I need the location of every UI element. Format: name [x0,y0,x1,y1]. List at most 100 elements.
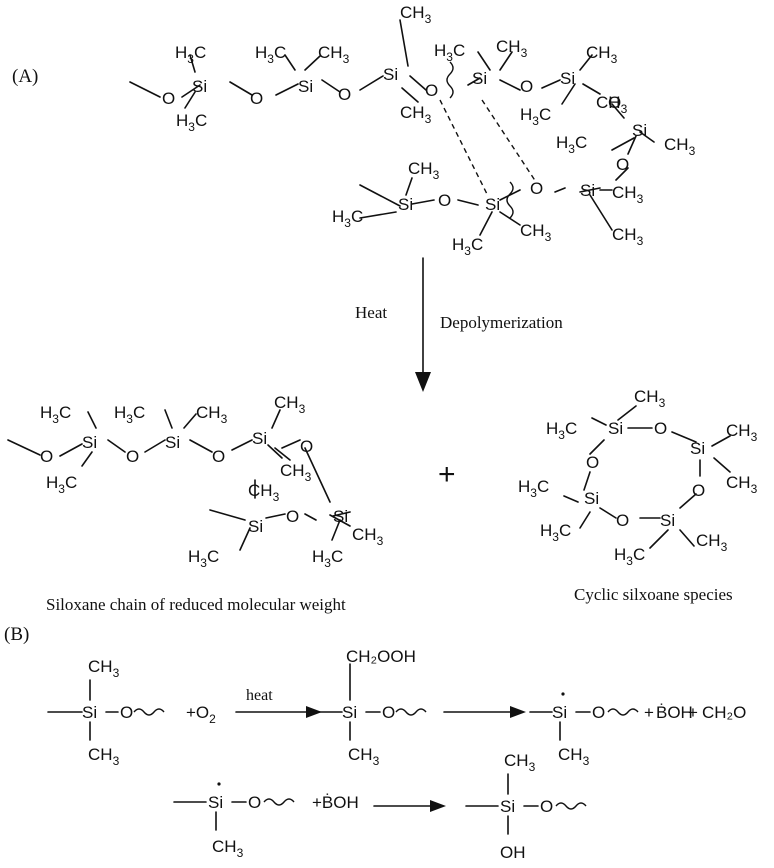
svg-text:Si: Si [248,517,263,536]
svg-text:CH3: CH3 [558,745,590,768]
svg-text:CH3: CH3 [408,159,440,182]
svg-text:Si: Si [500,797,515,816]
svg-text:O: O [126,447,139,466]
svg-text:Si: Si [165,433,180,452]
svg-text:H3C: H3C [520,105,551,128]
reaction2-silyl-radical: Si O CH3 [173,782,295,860]
byproduct-plus: + [644,703,654,722]
svg-text:H3C: H3C [312,547,343,570]
reagent-oxygen: +O2 [186,703,216,726]
svg-text:CH3: CH3 [318,43,350,66]
svg-text:O: O [248,793,261,812]
svg-text:Si: Si [342,703,357,722]
reaction1-arrow2 [443,706,526,718]
svg-text:O: O [616,511,629,530]
svg-text:H3C: H3C [175,43,206,66]
svg-text:CH3: CH3 [726,473,758,496]
svg-text:CH3: CH3 [612,225,644,248]
svg-text:H3C: H3C [518,477,549,500]
byproduct-formaldehyde: CH₂O [702,703,746,722]
svg-text:CH3: CH3 [212,837,244,860]
svg-text:CH3: CH3 [586,43,618,66]
svg-text:H3C: H3C [176,111,207,134]
svg-text:O: O [540,797,553,816]
svg-text:CH3: CH3 [504,751,536,774]
reaction1-silyl-radical: Si O CH3 [529,692,639,768]
cyclic-siloxane-ring: H3C Si CH3 O Si CH3 CH3 O Si CH3 H3C O S… [518,387,758,568]
reaction1-reactant: CH3 Si O CH3 [47,657,165,768]
reaction1-hydroperoxide-intermediate: Si O CH3 [317,663,427,768]
arrow-label-heat: Heat [355,303,387,322]
svg-text:O: O [300,437,313,456]
svg-text:CH3: CH3 [348,745,380,768]
byproduct-hydroxyl-radical: ḂOH [656,703,693,722]
depolymerization-arrow [415,257,431,392]
svg-text:Si: Si [632,121,647,140]
svg-text:CH3: CH3 [496,37,528,60]
svg-text:O: O [692,481,705,500]
svg-text:Si: Si [383,65,398,84]
svg-text:CH3: CH3 [664,135,696,158]
plus-sign: + [438,458,456,491]
svg-text:O: O [250,89,263,108]
svg-text:Si: Si [252,429,267,448]
svg-text:CH3: CH3 [280,461,312,484]
svg-text:CH3: CH3 [196,403,228,426]
side-group-ch2ooh: CH₂OOH [346,647,416,666]
svg-text:Si: Si [485,195,500,214]
svg-text:O: O [438,191,451,210]
svg-text:CH3: CH3 [88,657,120,680]
svg-text:CH3: CH3 [248,481,280,504]
svg-text:Si: Si [82,433,97,452]
svg-text:Si: Si [608,419,623,438]
reaction1-arrow1 [235,706,322,718]
svg-text:H3C: H3C [40,403,71,426]
svg-text:CH3: CH3 [634,387,666,410]
svg-text:H3C: H3C [614,545,645,568]
svg-text:Si: Si [298,77,313,96]
svg-text:Si: Si [398,195,413,214]
svg-text:H3C: H3C [546,419,577,442]
svg-text:Si: Si [560,69,575,88]
byproduct-plus-2: + [688,703,698,722]
svg-text:Si: Si [192,77,207,96]
svg-text:Si: Si [690,439,705,458]
panel-b-label: (B) [4,624,29,645]
svg-text:H3C: H3C [114,403,145,426]
svg-text:H3C: H3C [434,41,465,64]
svg-text:O: O [425,81,438,100]
svg-text:O: O [616,155,629,174]
svg-text:Si: Si [552,703,567,722]
reaction2-silanol-product: CH3 Si O [465,751,587,835]
svg-text:H3C: H3C [46,473,77,496]
svg-text:CH3: CH3 [596,93,628,116]
svg-text:CH3: CH3 [352,525,384,548]
product-hydroxyl-group: OH [500,843,526,862]
svg-text:H3C: H3C [452,235,483,258]
arrow-label-depolymerization: Depolymerization [440,313,563,332]
svg-text:CH3: CH3 [274,393,306,416]
svg-text:H3C: H3C [255,43,286,66]
svg-text:O: O [654,419,667,438]
svg-text:Si: Si [584,489,599,508]
reactant-siloxane-network: O H3C Si H3C O H3C Si CH3 O Si CH3 O CH3… [129,3,696,258]
svg-text:O: O [592,703,605,722]
svg-text:Si: Si [82,703,97,722]
svg-text:CH3: CH3 [88,745,120,768]
svg-text:O: O [520,77,533,96]
svg-text:H3C: H3C [540,521,571,544]
svg-text:Si: Si [472,69,487,88]
svg-text:H3C: H3C [188,547,219,570]
svg-text:O: O [162,89,175,108]
svg-text:O: O [286,507,299,526]
svg-text:O: O [212,447,225,466]
svg-text:CH3: CH3 [400,3,432,26]
svg-text:O: O [338,85,351,104]
svg-text:CH3: CH3 [520,221,552,244]
svg-text:Si: Si [333,507,348,526]
svg-text:CH3: CH3 [696,531,728,554]
svg-text:O: O [530,179,543,198]
panel-a-label: (A) [12,66,38,87]
caption-cyclic-species: Cyclic silxoane species [574,585,733,604]
